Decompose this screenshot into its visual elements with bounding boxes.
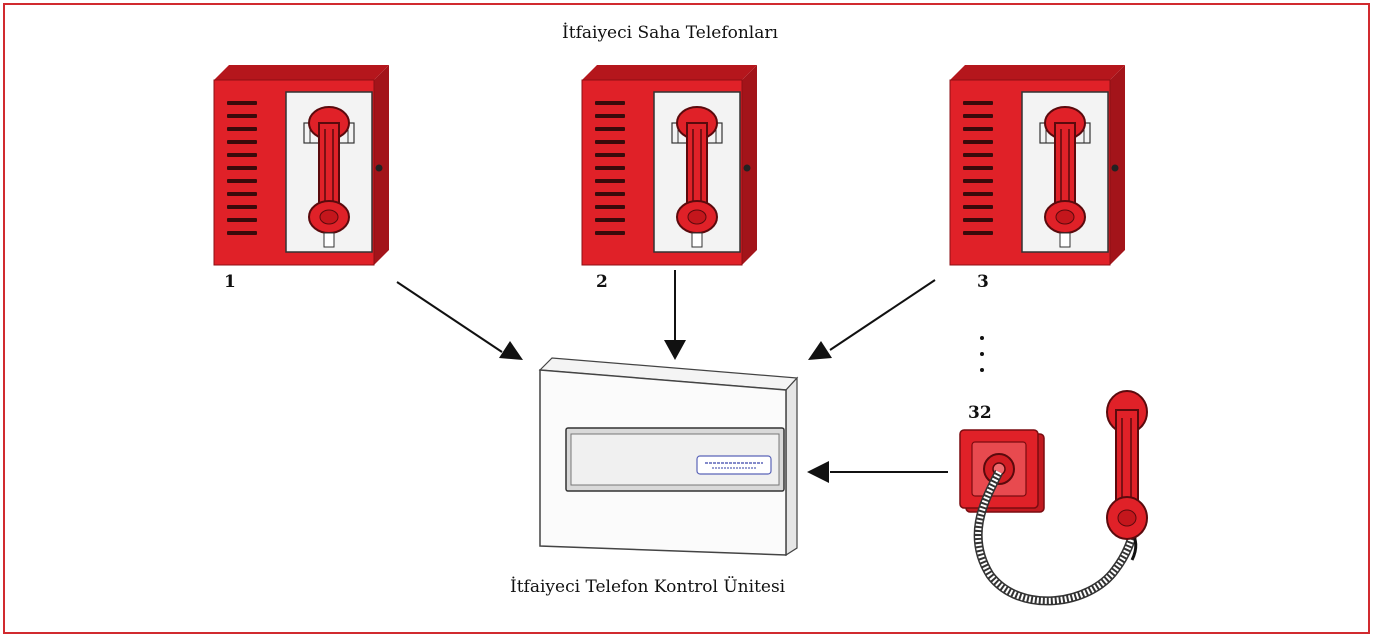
phone-1-label: 1 (224, 272, 236, 292)
arrow-heads (499, 340, 832, 483)
phone-32-label: 32 (968, 403, 992, 423)
control-unit-title: İtfaiyeci Telefon Kontrol Ünitesi (510, 577, 786, 597)
connection-arrows (396, 270, 948, 473)
control-unit-panel (538, 357, 799, 557)
handset-32 (1106, 390, 1148, 540)
phone-3-label: 3 (977, 272, 989, 292)
phone-2-label: 2 (596, 272, 608, 292)
field-phone-1 (213, 64, 390, 266)
field-phones-title: İtfaiyeci Saha Telefonları (562, 23, 778, 43)
field-phone-2 (581, 64, 758, 266)
field-phone-3 (949, 64, 1126, 266)
jack-phone-32 (959, 429, 1045, 513)
diagram-border (3, 3, 1370, 634)
